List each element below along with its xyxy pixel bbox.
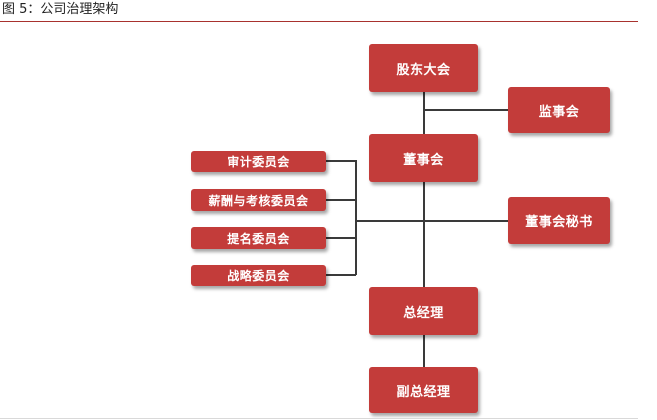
- node-board-of-directors: 董事会: [369, 134, 478, 182]
- node-board-secretary: 董事会秘书: [508, 197, 610, 244]
- node-compensation-committee: 薪酬与考核委员会: [191, 189, 326, 211]
- committee-bus-vertical: [355, 160, 357, 275]
- node-deputy-general-manager: 副总经理: [369, 367, 478, 413]
- committee-stub-audit: [326, 160, 356, 162]
- supervisory-link: [424, 109, 508, 111]
- node-audit-committee: 审计委员会: [191, 151, 326, 172]
- node-general-manager: 总经理: [369, 287, 478, 335]
- node-shareholders-meeting: 股东大会: [369, 44, 478, 92]
- committee-stub-compensation: [326, 199, 356, 201]
- node-strategy-committee: 战略委员会: [191, 265, 326, 286]
- committee-stub-strategy: [326, 274, 356, 276]
- title-rule: [0, 21, 638, 22]
- secretary-link: [424, 220, 508, 222]
- gm-deputy-link: [423, 335, 425, 367]
- committee-bus-link: [356, 220, 424, 222]
- node-supervisory-board: 监事会: [508, 87, 610, 133]
- trunk-line: [423, 92, 425, 290]
- bottom-rule: [0, 418, 638, 419]
- figure-title: 图 5：公司治理架构: [2, 2, 119, 17]
- node-nomination-committee: 提名委员会: [191, 227, 326, 249]
- committee-stub-nomination: [326, 237, 356, 239]
